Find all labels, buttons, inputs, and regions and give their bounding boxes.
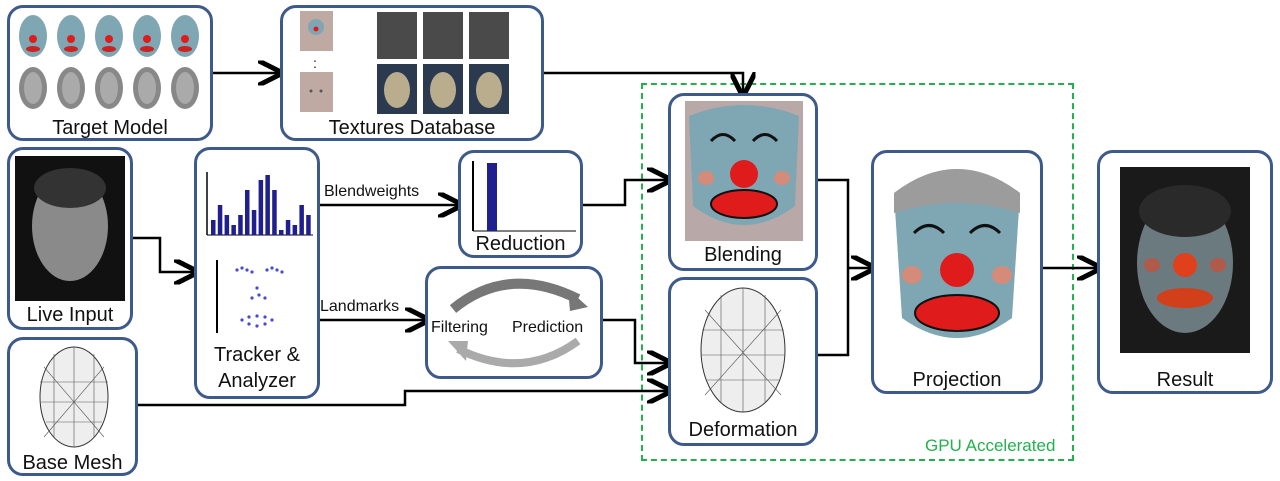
deformation-node: Deformation [668,277,818,446]
tracker-analyzer-label-line2: Analyzer [218,370,296,392]
reduction-node: Reduction [458,150,583,258]
arrow-prediction-to-deformation [603,318,667,363]
tracker-bar [224,215,230,235]
tracker-bar [285,220,291,235]
textures-ellipsis: : [313,55,317,71]
textures-database-node: : Textures Database [280,5,544,141]
tracker-analyzer-label-line1: Tracker & [214,344,300,366]
reduction-bar-chart [487,163,497,231]
projection-clown-face [894,169,1020,338]
base-mesh-label: Base Mesh [22,452,123,474]
result-photo [1120,167,1250,353]
result-node: Result [1097,150,1273,394]
arrow-live-to-tracker [133,236,194,272]
tracker-bar [211,220,216,235]
blending-label: Blending [704,244,782,266]
prediction-label: Prediction [512,319,584,336]
gpu-accelerated-region [641,83,1074,461]
tracker-bar [299,205,304,235]
live-input-photo [15,156,125,301]
reduction-bar [487,163,497,231]
edge-label-landmarks: Landmarks [320,298,400,315]
target-model-heads [19,15,199,109]
live-input-label: Live Input [26,304,114,326]
colored-heads [19,15,199,57]
result-label: Result [1156,369,1214,391]
arrow-reduction-to-blending [583,180,667,207]
target-model-node: Target Model [7,5,213,141]
projection-node: Projection [871,150,1043,394]
tracker-bar [238,215,243,235]
textures-database-label: Textures Database [328,117,496,139]
edge-label-blendweights: Blendweights [324,183,420,200]
live-input-node: Live Input [7,147,133,330]
filtering-prediction-node: Filtering Prediction [425,266,603,379]
tracker-bar [279,230,284,235]
base-mesh-node: Base Mesh [7,337,138,476]
tracker-bar [258,180,264,235]
base-mesh-wireframe [39,346,109,448]
arrow-mesh-to-deformation [138,391,667,407]
blending-clown-face [685,101,803,241]
tracker-bar [272,190,277,235]
tracker-bar [265,175,270,235]
tracker-charts [206,172,313,333]
tracker-bar-chart [211,175,311,235]
landmark-dots [235,266,284,328]
gray-heads [19,67,199,109]
filtering-label: Filtering [431,319,488,336]
tracker-analyzer-node: Tracker & Analyzer [194,147,320,399]
blending-node: Blending [668,93,818,271]
deformation-label: Deformation [688,419,798,441]
texture-thumbnails: : [300,11,509,114]
projection-label: Projection [912,369,1002,391]
tracker-bar [217,205,223,235]
arrow-blending-deformation-to-projection [818,178,871,357]
tracker-bar [231,225,236,235]
tracker-bar [251,210,257,235]
reduction-label: Reduction [475,233,566,255]
tracker-bar [306,215,311,235]
tracker-bar [292,225,298,235]
tracker-bar [245,190,250,235]
target-model-label: Target Model [52,117,168,139]
arrow-textures-to-blending [544,71,743,92]
reduction-chart [472,161,576,232]
gpu-accelerated-label: GPU Accelerated [925,436,1056,455]
filter-cycle-arrows [448,278,588,368]
deformation-mesh [700,287,786,413]
